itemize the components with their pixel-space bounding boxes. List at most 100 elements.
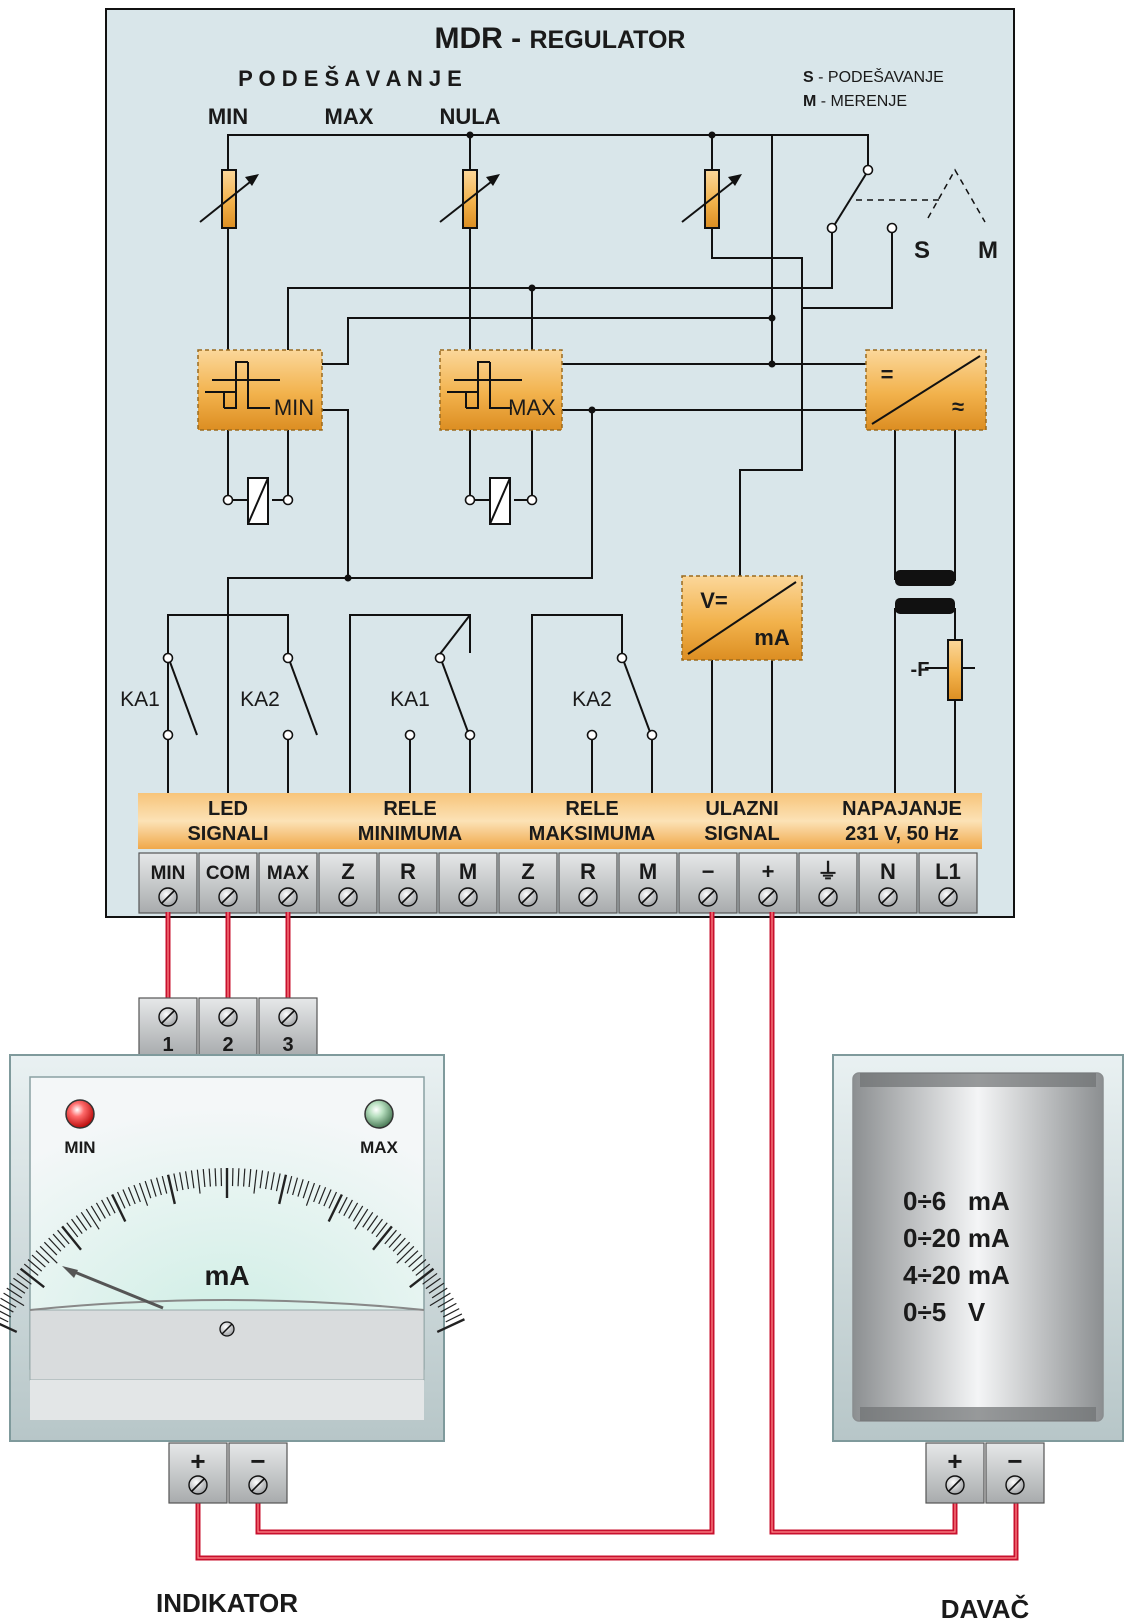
dial-tick: [422, 1272, 438, 1285]
dial-tick: [286, 1175, 293, 1194]
dial-tick: [362, 1211, 374, 1228]
dial-tick: [13, 1277, 29, 1290]
indicator-terminal-label: 1: [162, 1034, 173, 1056]
section-led-line1: LED: [208, 798, 248, 820]
dial-tick: [61, 1225, 82, 1251]
dial-tick: [415, 1263, 431, 1276]
terminal-1[interactable]: MIN: [138, 852, 198, 914]
terminal-6[interactable]: M: [438, 852, 498, 914]
indicator-terminal-2[interactable]: 2: [198, 997, 258, 1057]
dial-tick: [323, 1189, 332, 1207]
terminal-12[interactable]: ⏚: [798, 852, 858, 914]
section-rele-min-line2: MINIMUMA: [358, 823, 462, 845]
terminal-3[interactable]: MAX: [258, 852, 318, 914]
indicator-bottom-terminals: +−: [168, 1442, 288, 1504]
terminal-4[interactable]: Z: [318, 852, 378, 914]
terminal-label: COM: [206, 863, 250, 884]
terminal-10[interactable]: −: [678, 852, 738, 914]
davac-range-4: 0÷5 V: [903, 1297, 986, 1327]
dial-tick: [428, 1282, 445, 1294]
indicator-terminal-1[interactable]: 1: [138, 997, 198, 1057]
led-max-label: MAX: [360, 1138, 398, 1157]
regulator-title-main: MDR -: [434, 22, 529, 55]
terminal-11[interactable]: +: [738, 852, 798, 914]
dial-tick: [327, 1193, 343, 1223]
section-labels: LED SIGNALI RELE MINIMUMA RELE MAKSIMUMA…: [187, 798, 961, 845]
section-led-line2: SIGNALI: [187, 823, 268, 845]
dial-tick: [270, 1172, 275, 1191]
dial-tick: [411, 1259, 427, 1272]
dial-tick: [101, 1199, 111, 1217]
dial-tick: [259, 1170, 264, 1189]
switch-s-label: S: [914, 237, 930, 264]
dial-tick: [95, 1202, 106, 1219]
terminal-label: ⏚: [817, 859, 839, 884]
dial-tick: [292, 1177, 299, 1196]
terminal-5[interactable]: R: [378, 852, 438, 914]
dial-tick: [442, 1308, 460, 1318]
dial-tick: [0, 1304, 14, 1313]
dial-tick: [431, 1287, 448, 1299]
dial-tick: [372, 1225, 393, 1251]
dial-tick: [396, 1241, 411, 1256]
led-min-label: MIN: [64, 1138, 95, 1157]
terminal-8[interactable]: R: [558, 852, 618, 914]
dial-tick: [106, 1196, 116, 1214]
davac-bottom-terminal-2[interactable]: −: [985, 1442, 1045, 1504]
dial-tick: [384, 1229, 397, 1245]
dial-tick: [196, 1169, 201, 1194]
dial-tick: [366, 1215, 379, 1231]
comparator-min-label: MIN: [274, 395, 314, 420]
dial-tick: [253, 1169, 258, 1194]
dial-tick: [429, 1292, 451, 1307]
terminal-13[interactable]: N: [858, 852, 918, 914]
dial-tick: [408, 1254, 423, 1268]
dial-tick: [445, 1313, 463, 1323]
terminal-14[interactable]: L1: [918, 852, 978, 914]
dial-tick: [150, 1179, 157, 1197]
dial-tick: [6, 1287, 23, 1299]
dial-tick: [43, 1241, 58, 1256]
converter-dc-label: =: [881, 362, 894, 387]
terminal-label: M: [459, 859, 477, 884]
pot-label-min: MIN: [208, 104, 248, 129]
dial-tick: [264, 1171, 270, 1190]
terminal-7[interactable]: Z: [498, 852, 558, 914]
dial-scale: [0, 1168, 465, 1334]
sm-switch: S M: [826, 164, 998, 264]
dial-tick: [302, 1180, 310, 1199]
dial-tick: [144, 1180, 152, 1199]
dial-tick: [111, 1193, 127, 1223]
fuse: -F: [911, 639, 963, 701]
section-ulazni-line1: ULAZNI: [705, 798, 778, 820]
comparator-min: MIN: [197, 349, 323, 431]
terminal-label: MAX: [267, 863, 310, 884]
davac-bottom-terminal-1[interactable]: +: [925, 1442, 985, 1504]
dial-tick: [52, 1233, 66, 1248]
davac-range-3: 4÷20 mA: [903, 1260, 1010, 1290]
terminal-9[interactable]: M: [618, 852, 678, 914]
indicator-bottom-terminal-2[interactable]: −: [228, 1442, 288, 1504]
regulator-panel: [105, 8, 1015, 918]
indicator-bottom-terminal-1[interactable]: +: [168, 1442, 228, 1504]
davac-label: DAVAČ: [941, 1594, 1030, 1623]
davac-ranges: 0÷6 mA0÷20 mA4÷20 mA0÷5 V: [903, 1186, 1010, 1327]
dial-tick: [436, 1318, 465, 1334]
terminal-2[interactable]: COM: [198, 852, 258, 914]
input-converter-ma-label: mA: [754, 625, 790, 650]
dial-tick: [297, 1179, 304, 1197]
dial-tick: [85, 1208, 100, 1230]
regulator-title: MDR - REGULATOR: [434, 22, 685, 55]
contact-ka1-led: KA1: [120, 652, 198, 741]
section-rele-min-line1: RELE: [383, 798, 436, 820]
dial-tick: [242, 1168, 246, 1187]
dial-tick: [375, 1222, 388, 1238]
indicator-terminal-3[interactable]: 3: [258, 997, 318, 1057]
dial-tick: [127, 1187, 136, 1205]
dial-tick: [371, 1218, 383, 1234]
terminal-label: M: [639, 859, 657, 884]
led-max-indicator: [364, 1099, 394, 1129]
dial-tick: [354, 1208, 369, 1230]
dial-tick: [0, 1317, 9, 1323]
dial-tick: [27, 1259, 43, 1272]
